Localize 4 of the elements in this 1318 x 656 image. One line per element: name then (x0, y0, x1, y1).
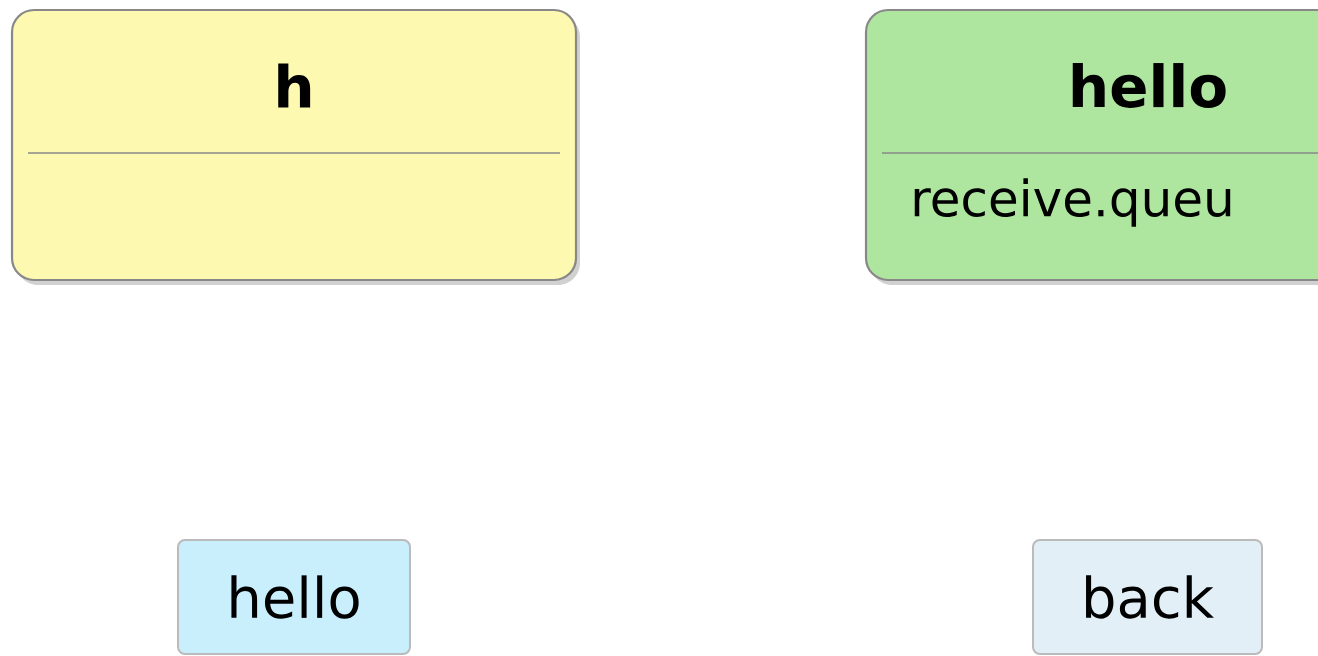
class-box: hello receive.queu (864, 8, 1318, 285)
label-box: hello (177, 539, 411, 655)
class-box: h (10, 8, 580, 285)
label-box: back (1032, 539, 1263, 655)
